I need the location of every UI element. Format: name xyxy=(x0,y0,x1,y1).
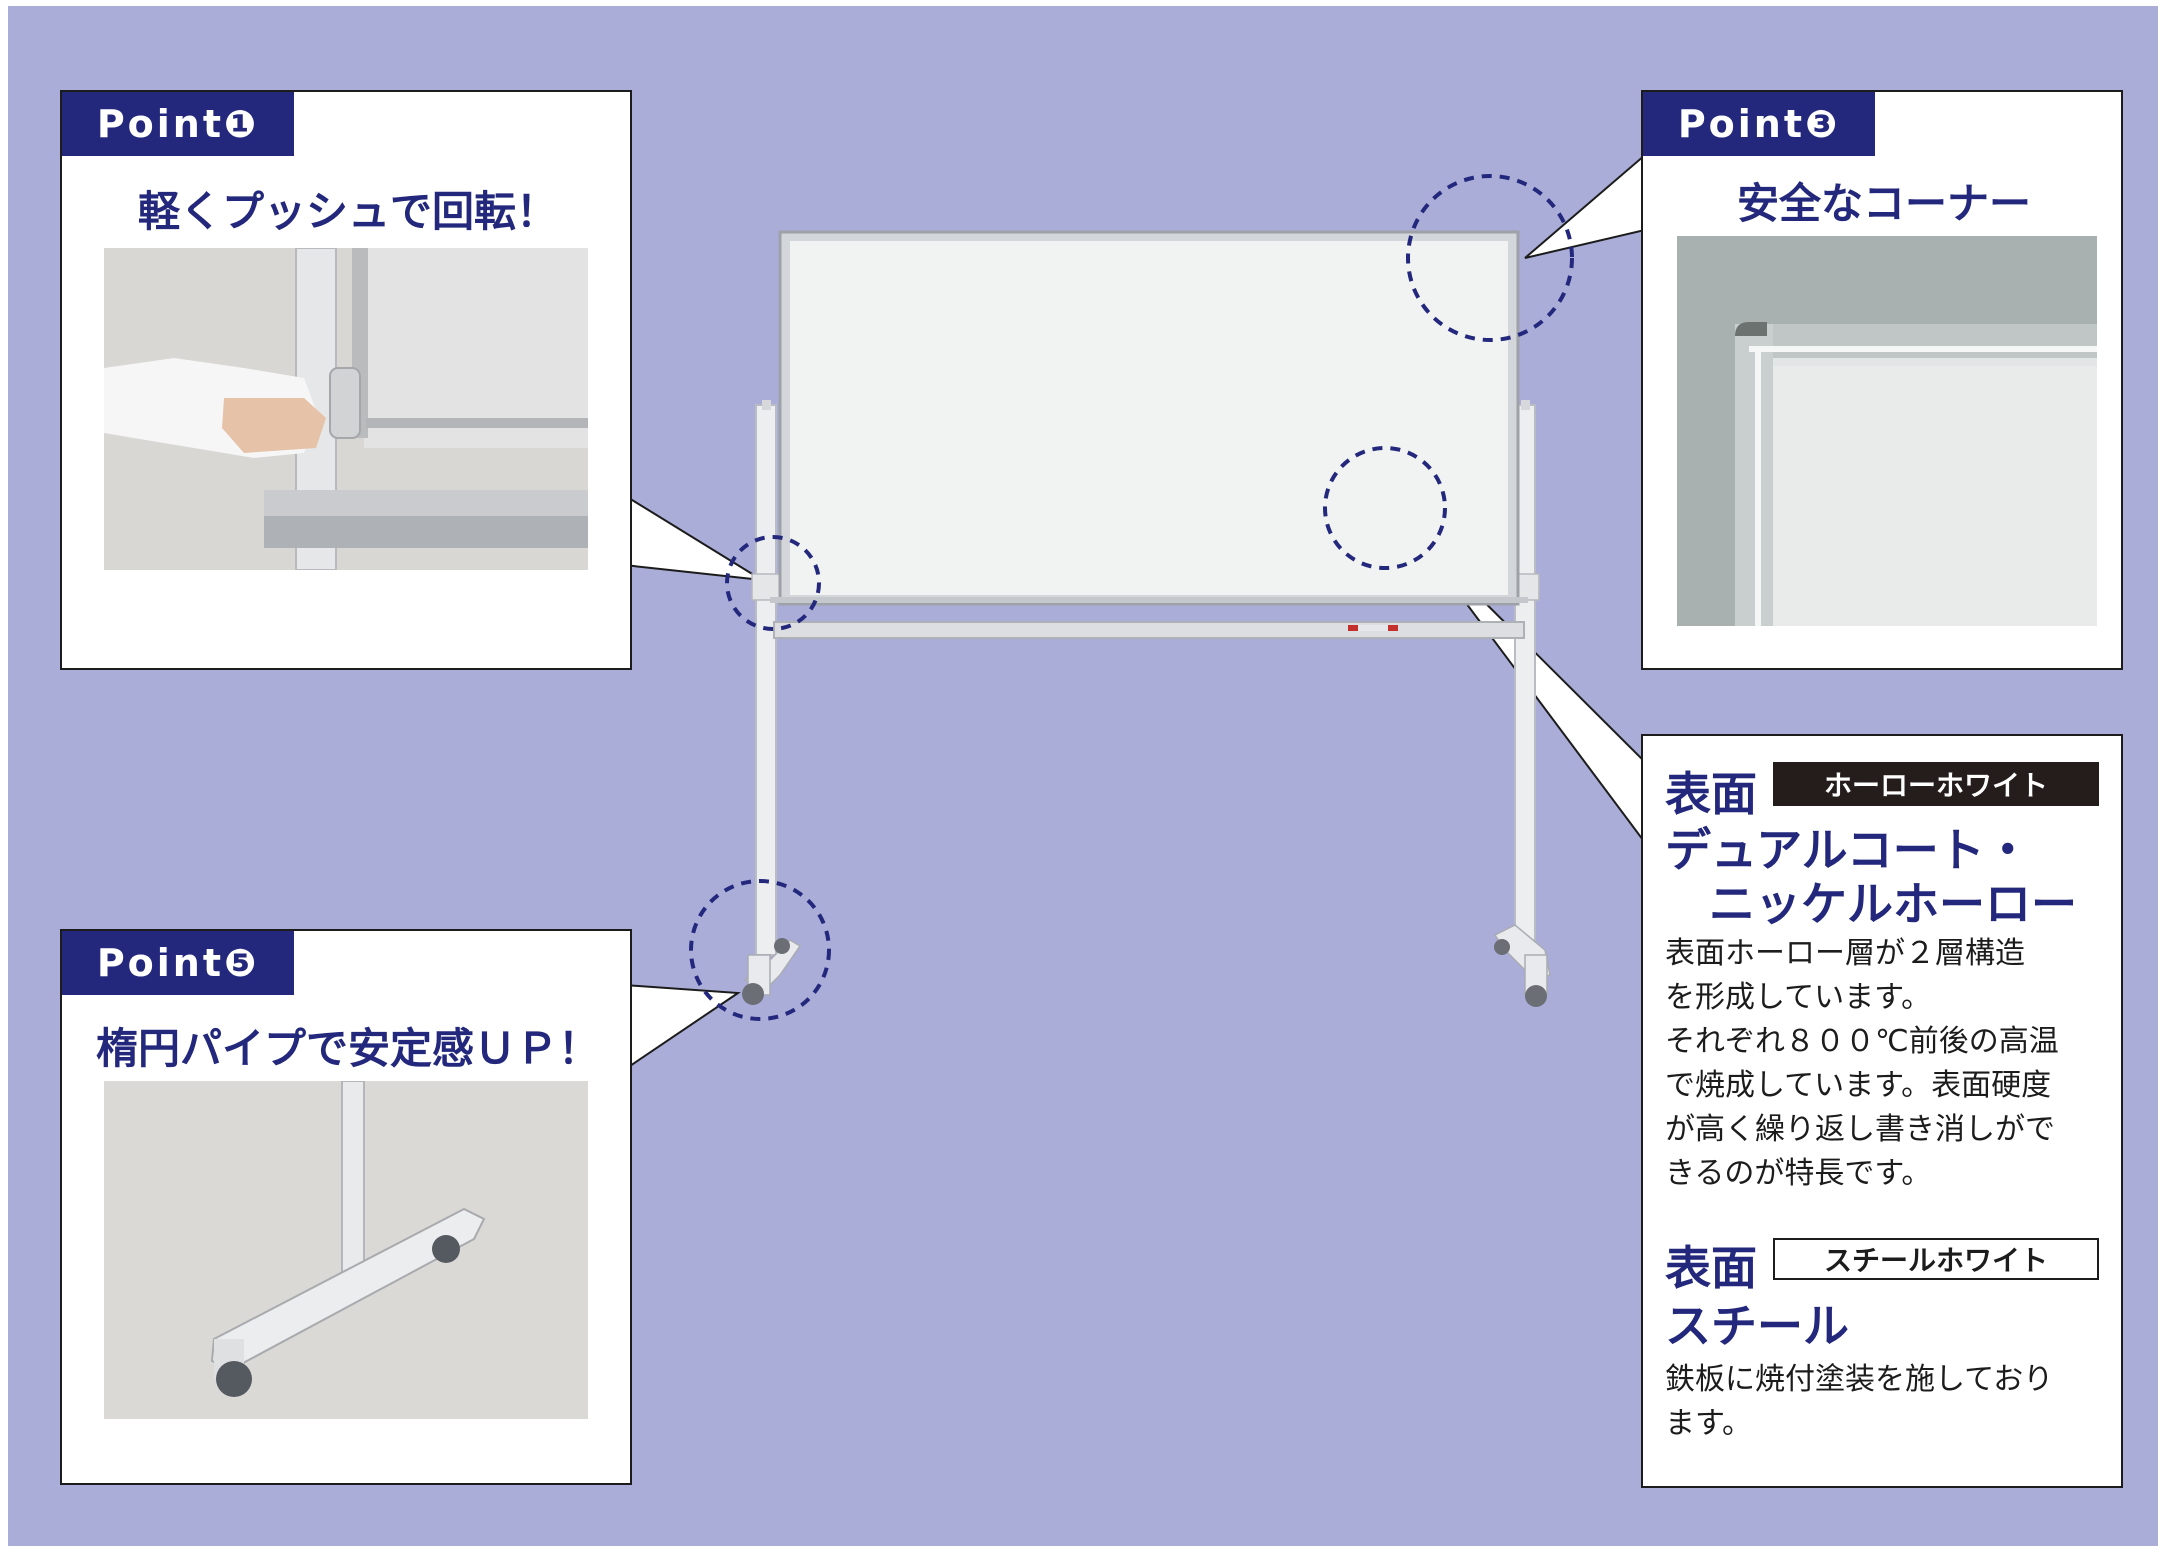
steel-desc-line-2: ます。 xyxy=(1665,1406,1752,1441)
steel-desc-line-1: 鉄板に焼付塗装を施しており xyxy=(1665,1362,2054,1397)
enamel-desc-line-5: が高く繰り返し書き消しがで xyxy=(1665,1112,2055,1147)
enamel-desc-line-1: 表面ホーロー層が２層構造 xyxy=(1665,936,2025,971)
point5-card: Point❺ 楕円パイプで安定感ＵＰ！ xyxy=(60,929,632,1485)
point3-photo-safe-corner xyxy=(1677,236,2097,626)
enamel-name-line2: ニッケルホーロー xyxy=(1709,877,2077,931)
board-surface xyxy=(790,241,1508,595)
stand-right xyxy=(1493,400,1551,1007)
point3-badge: Point❸ xyxy=(1643,92,1875,156)
point1-card: Point❶ 軽くプッシュで回転！ xyxy=(60,90,632,670)
callout-pointer-point5 xyxy=(623,983,741,1072)
point1-heading: 軽くプッシュで回転！ xyxy=(137,187,558,236)
stand-left xyxy=(742,400,802,1005)
surface-info-card: 表面 ホーローホワイト デュアルコート・ ニッケルホーロー 表面ホーロー層が２層… xyxy=(1641,734,2123,1488)
point3-heading: 安全なコーナー xyxy=(1736,179,2031,228)
highlight-circle-surface xyxy=(1323,446,1447,570)
callout-pointer-point3 xyxy=(1524,152,1646,259)
enamel-surface-title: 表面 xyxy=(1665,767,1757,821)
point3-card: Point❸ 安全なコーナー xyxy=(1641,90,2123,670)
enamel-desc-line-4: で焼成しています。表面硬度 xyxy=(1665,1068,2052,1103)
steel-tag: スチールホワイト xyxy=(1773,1238,2099,1280)
point1-photo-push-rotate xyxy=(104,248,588,570)
enamel-tag: ホーローホワイト xyxy=(1773,762,2099,806)
marker-tray xyxy=(773,621,1525,639)
highlight-circle-point1 xyxy=(725,535,821,631)
highlight-circle-point5 xyxy=(689,879,831,1021)
enamel-desc-line-6: きるのが特長です。 xyxy=(1665,1156,1932,1191)
steel-surface-title: 表面 xyxy=(1665,1241,1757,1295)
point1-badge: Point❶ xyxy=(62,92,294,156)
highlight-circle-point3 xyxy=(1406,174,1574,342)
callout-pointer-point1 xyxy=(623,493,763,581)
point5-photo-oval-pipe xyxy=(104,1081,588,1419)
enamel-desc-line-3: それぞれ８００℃前後の高温 xyxy=(1665,1024,2059,1059)
enamel-desc-line-2: を形成しています。 xyxy=(1665,980,1932,1015)
point5-heading: 楕円パイプで安定感ＵＰ！ xyxy=(95,1024,600,1073)
steel-name: スチール xyxy=(1665,1299,1849,1353)
point5-badge: Point❺ xyxy=(62,931,294,995)
enamel-name-line1: デュアルコート・ xyxy=(1665,823,2031,877)
